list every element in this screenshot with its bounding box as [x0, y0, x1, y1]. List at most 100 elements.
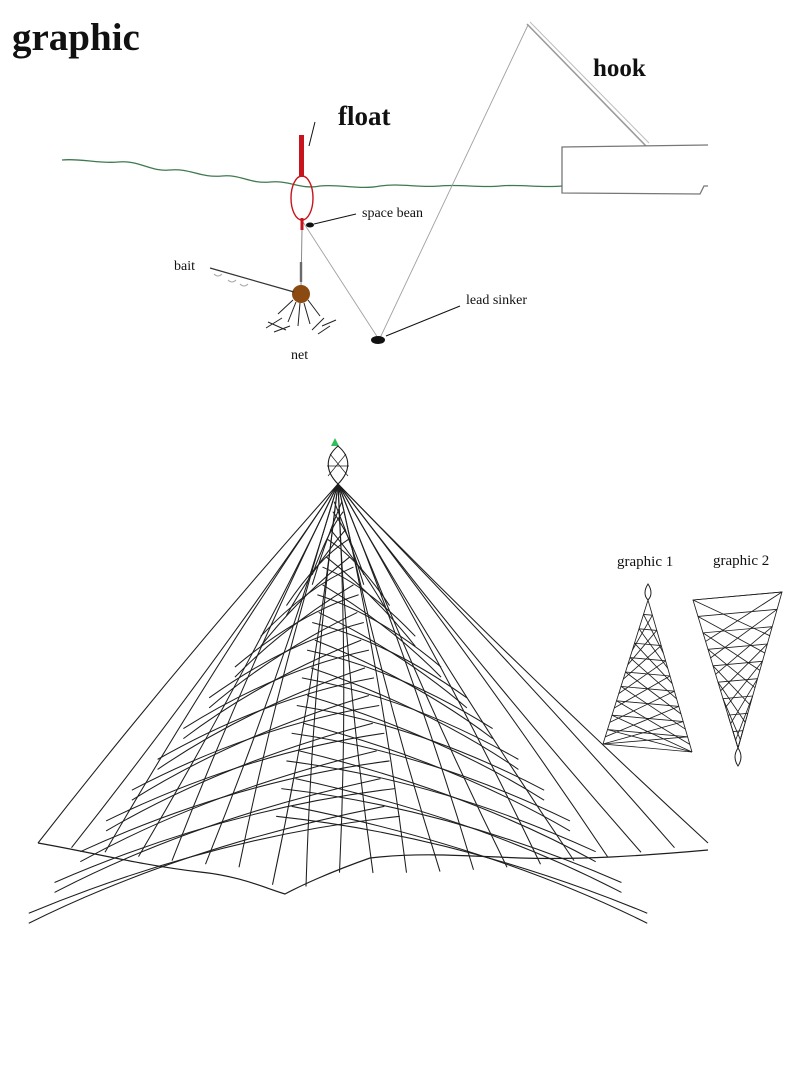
net-mesh-strand: [54, 778, 381, 893]
graphic-1-net: [602, 583, 693, 753]
bait-hooks: [265, 299, 337, 335]
net-mesh-strand: [312, 621, 468, 699]
net-rib: [337, 483, 441, 872]
net-rib: [37, 483, 339, 844]
net-mesh-strand: [702, 626, 773, 634]
net-top-bulb: [327, 445, 349, 485]
net-mesh-strand: [625, 671, 682, 715]
net-tip-marker-icon: [331, 438, 339, 446]
net-mesh-strand: [712, 660, 763, 667]
net-mesh-strand: [28, 815, 400, 914]
boat-outline: [561, 144, 709, 195]
net-mesh-strand: [712, 665, 751, 706]
net-mesh-strand: [311, 501, 343, 585]
water-surface-line: [61, 158, 563, 189]
net-mesh-strand: [611, 714, 684, 723]
net-mesh-strand: [737, 730, 744, 749]
net-rib: [238, 483, 339, 868]
net-mesh-strand: [692, 599, 770, 637]
net-mesh-strand: [310, 667, 519, 770]
diagram-heading: graphic: [12, 16, 140, 59]
net-mesh-strand: [627, 630, 658, 666]
bait-ball-icon: [292, 285, 310, 303]
net-mesh-strand: [614, 675, 671, 709]
net-mesh-strand: [607, 729, 693, 753]
net-mesh-strand: [327, 538, 390, 606]
net-mesh-strand: [634, 642, 673, 684]
net-mesh-strand: [692, 591, 783, 601]
net-mesh-strand: [54, 788, 395, 883]
net-mesh-strand: [697, 608, 778, 617]
net-mesh-strand: [717, 678, 758, 683]
space-bean-label: space bean: [362, 206, 423, 221]
float: [290, 135, 314, 230]
net-mesh-strand: [131, 705, 380, 791]
float-leader: [308, 121, 316, 147]
net-mesh-strand: [306, 649, 493, 730]
net-mesh-strand: [183, 639, 362, 740]
net-mesh-strand: [291, 732, 571, 822]
net-mesh-strand: [281, 788, 622, 883]
net-mesh-strand: [717, 681, 746, 723]
net-mesh-strand: [605, 706, 679, 738]
net-mesh-strand: [609, 690, 675, 723]
net-rib: [337, 483, 541, 865]
net-bottom-edge: [37, 842, 709, 895]
net-mesh-strand: [720, 643, 768, 692]
net-mesh-strand: [183, 649, 370, 730]
net-rib: [104, 483, 339, 853]
net-mesh-strand: [722, 698, 741, 740]
net-rib: [337, 483, 508, 868]
net-mesh-strand: [607, 729, 688, 738]
net-rib: [337, 483, 709, 844]
net-rib: [171, 483, 339, 861]
net-rib: [337, 483, 608, 857]
net-mesh-strand: [707, 643, 768, 650]
net-mesh-strand: [707, 649, 756, 689]
net-mesh-strand: [643, 613, 653, 616]
net-mesh-strand: [602, 736, 688, 745]
net-mesh-strand: [317, 594, 442, 668]
net-mesh-strand: [727, 712, 748, 716]
net-mesh-strand: [620, 685, 675, 692]
net-mesh-strand: [333, 501, 365, 585]
net-mesh-strand: [286, 760, 596, 853]
net-mesh-strand: [616, 700, 691, 745]
float-label: float: [338, 101, 390, 131]
net-rib: [271, 483, 339, 885]
net-mesh-strand: [326, 556, 416, 647]
net-mesh-strand: [260, 556, 350, 647]
net-mesh-strand: [28, 805, 385, 924]
net-mesh-strand: [638, 628, 657, 631]
net-rib: [337, 483, 642, 853]
graphic-2-net: [692, 591, 783, 767]
fishing-line: [302, 24, 529, 339]
net-mesh-strand: [276, 815, 648, 914]
net-mesh-strand: [301, 677, 519, 760]
net-mesh-strand: [131, 695, 370, 801]
net-mesh-strand: [730, 678, 758, 724]
space-bean-icon: [306, 222, 314, 228]
net-mesh-strand: [80, 750, 377, 863]
net-mesh-strand: [80, 760, 390, 853]
net-mesh-strand: [715, 626, 773, 675]
net-mesh-strand: [296, 705, 545, 791]
net-mesh-strand: [722, 695, 753, 700]
net-mesh-strand: [697, 616, 765, 654]
net-mesh-strand: [638, 628, 669, 669]
net-mesh-strand: [208, 611, 358, 709]
graphic-2-label: graphic 2: [713, 553, 769, 569]
graphic-1-label: graphic 1: [617, 554, 673, 570]
net-rib: [71, 483, 339, 849]
lead-sinker-label: lead sinker: [466, 293, 527, 308]
net-mesh-strand: [625, 671, 671, 677]
net-mesh-strand: [732, 731, 739, 749]
net-mesh-strand: [702, 632, 761, 671]
fishing-rod: [526, 21, 650, 147]
net-rib: [138, 483, 339, 857]
net-mesh-strand: [732, 730, 743, 732]
net-rib: [337, 483, 575, 861]
hook-label: hook: [593, 55, 646, 82]
net-label: net: [291, 348, 308, 363]
